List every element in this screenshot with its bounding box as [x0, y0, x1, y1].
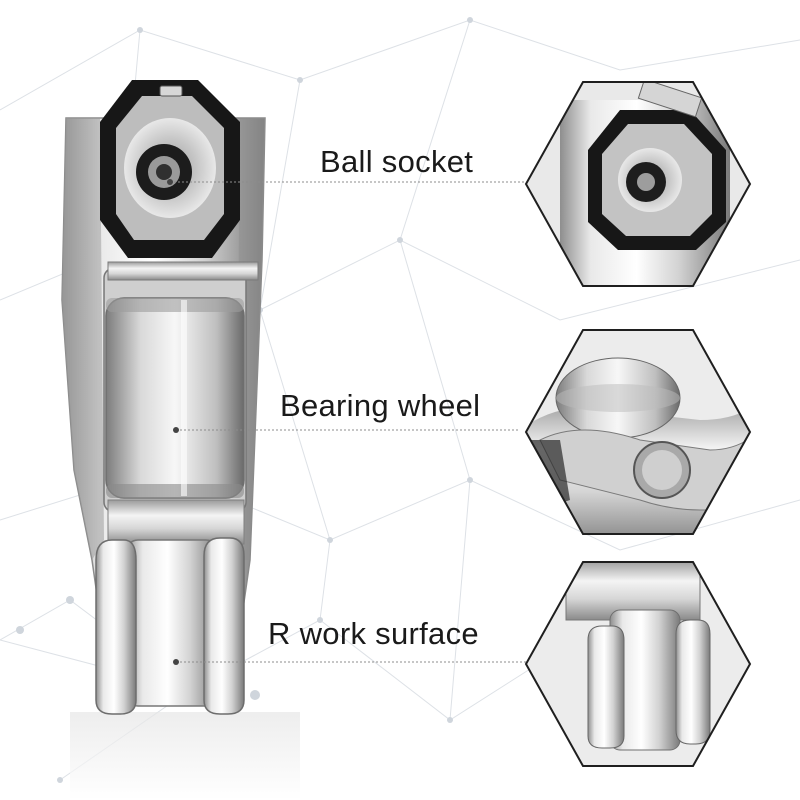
- ball-socket-marker-dot: [167, 179, 173, 185]
- leader-lines: [170, 181, 560, 663]
- r-work-surface-detail-hexagon: [524, 561, 752, 767]
- rocker-arm: [61, 80, 266, 715]
- bearing-wheel-marker-dot: [173, 427, 179, 433]
- right-fork: [203, 537, 245, 715]
- bearing-wheel-detail-hexagon: [524, 329, 752, 535]
- bearing-wheel-roller: [105, 297, 245, 499]
- floor-reflection: [70, 712, 300, 800]
- left-fork: [95, 539, 137, 715]
- ball-socket-label: Ball socket: [320, 144, 474, 179]
- r-work-surface-marker-dot: [173, 659, 179, 665]
- bearing-wheel-label: Bearing wheel: [280, 388, 481, 423]
- ball-socket-detail-hexagon: [524, 81, 752, 287]
- r-work-surface-label: R work surface: [268, 616, 479, 651]
